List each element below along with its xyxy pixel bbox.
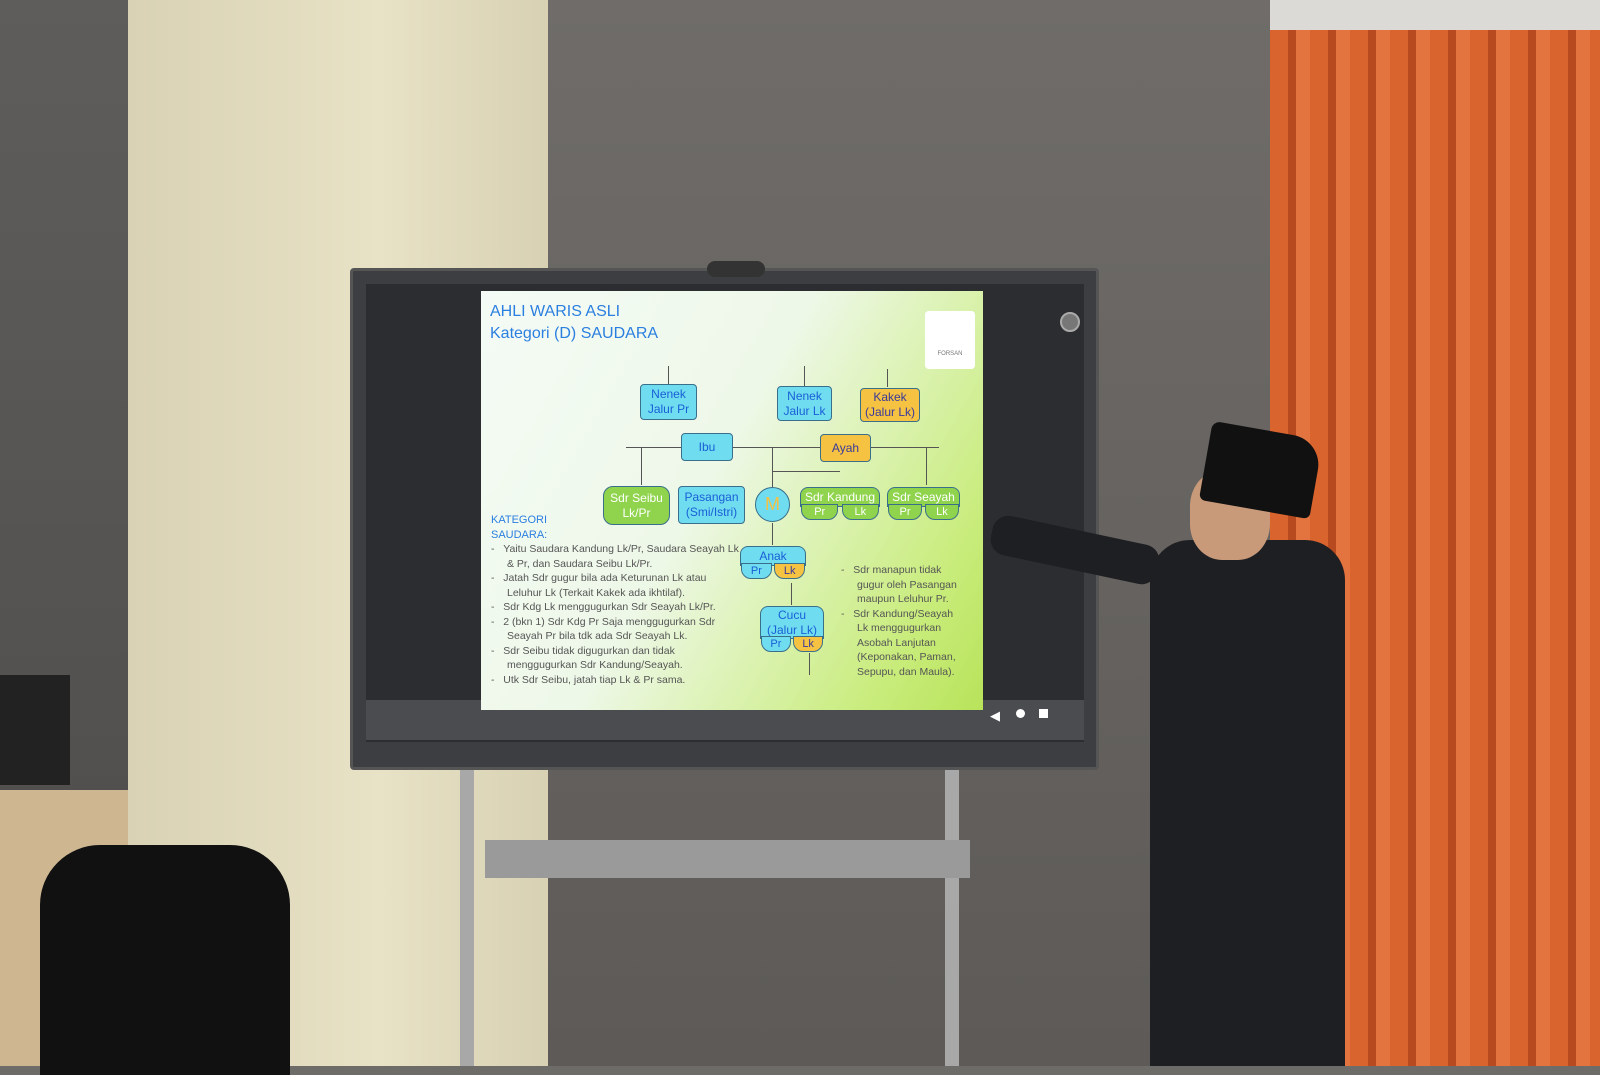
connector bbox=[887, 369, 888, 387]
recents-icon[interactable] bbox=[1039, 709, 1048, 718]
node-label: Kakek bbox=[873, 390, 907, 404]
bullet-item: - Sdr Kandung/Seayah Lk menggugurkan Aso… bbox=[841, 607, 956, 678]
slide-subtitle: Kategori (D) SAUDARA bbox=[490, 325, 659, 342]
home-icon[interactable] bbox=[1016, 709, 1025, 718]
node-label: Sdr Seayah bbox=[892, 489, 955, 504]
stand-shelf bbox=[485, 840, 970, 878]
half-lk: Lk bbox=[793, 636, 823, 652]
bullet-text: Sdr manapun tidak gugur oleh Pasangan ma… bbox=[853, 564, 957, 605]
webcam bbox=[707, 261, 765, 277]
menu-icon[interactable] bbox=[1060, 312, 1080, 332]
connector bbox=[626, 447, 939, 448]
node-label: (Jalur Lk) bbox=[864, 405, 915, 419]
half-pr: Pr bbox=[801, 504, 839, 520]
ceiling bbox=[1270, 0, 1600, 30]
node-pasangan: Pasangan(Smi/Istri) bbox=[678, 486, 745, 524]
connector bbox=[791, 583, 792, 605]
bullet-list-right: - Sdr manapun tidak gugur oleh Pasangan … bbox=[841, 563, 961, 679]
bullet-item: - Sdr manapun tidak gugur oleh Pasangan … bbox=[841, 564, 957, 605]
half-lk: Lk bbox=[924, 504, 959, 520]
bullet-text: Jatah Sdr gugur bila ada Keturunan Lk at… bbox=[503, 572, 707, 599]
half-lk: Lk bbox=[841, 504, 879, 520]
bullet-item: - 2 (bkn 1) Sdr Kdg Pr Saja menggugurkan… bbox=[491, 615, 716, 643]
bullet-text: Yaitu Saudara Kandung Lk/Pr, Saudara Sea… bbox=[503, 543, 739, 570]
bullet-text: Utk Sdr Seibu, jatah tiap Lk & Pr sama. bbox=[503, 673, 686, 686]
node-label: Nenek bbox=[787, 388, 822, 403]
bullet-text: Sdr Kdg Lk menggugurkan Sdr Seayah Lk/Pr… bbox=[503, 601, 716, 613]
stand-leg-right bbox=[945, 770, 959, 1066]
half-pr: Pr bbox=[761, 636, 791, 652]
bullet-item: - Sdr Kdg Lk menggugurkan Sdr Seayah Lk/… bbox=[491, 601, 716, 613]
bullet-item: - Yaitu Saudara Kandung Lk/Pr, Saudara S… bbox=[491, 543, 739, 570]
half-pr: Pr bbox=[888, 504, 923, 520]
connector bbox=[641, 447, 642, 485]
node-mayit: M bbox=[755, 487, 790, 522]
bullet-text: 2 (bkn 1) Sdr Kdg Pr Saja menggugurkan S… bbox=[503, 615, 716, 643]
half-lk: Lk bbox=[774, 563, 805, 579]
node-label: Sdr Seibu bbox=[610, 490, 663, 505]
slide-title: AHLI WARIS ASLI bbox=[490, 303, 621, 320]
node-label: Sdr Kandung bbox=[804, 489, 876, 504]
node-label: Pasangan bbox=[684, 490, 739, 504]
node-kakek: Kakek(Jalur Lk) bbox=[860, 388, 920, 422]
node-label: (Jalur Lk) bbox=[766, 622, 817, 637]
audience-head bbox=[40, 845, 290, 1075]
bullet-item: - Jatah Sdr gugur bila ada Keturunan Lk … bbox=[491, 572, 707, 599]
laptop bbox=[0, 675, 70, 785]
heading-line: SAUDARA: bbox=[491, 528, 548, 541]
node-label: Anak bbox=[759, 548, 787, 563]
presentation-slide: AHLI WARIS ASLI Kategori (D) SAUDARA Nen… bbox=[481, 291, 983, 710]
half-pr: Pr bbox=[741, 563, 772, 579]
connector bbox=[809, 653, 810, 675]
node-ayah: Ayah bbox=[820, 434, 871, 462]
connector bbox=[926, 447, 927, 485]
node-label: Lk/Pr bbox=[622, 505, 651, 520]
kategori-heading: KATEGORI SAUDARA: bbox=[491, 513, 547, 542]
connector bbox=[772, 523, 773, 545]
bullet-item: - Utk Sdr Seibu, jatah tiap Lk & Pr sama… bbox=[491, 673, 686, 686]
back-icon[interactable]: ◀ bbox=[990, 708, 1000, 723]
bullet-text: Sdr Seibu tidak digugurkan dan tidak men… bbox=[503, 644, 683, 672]
node-label: Nenek bbox=[651, 387, 686, 401]
heading-line: KATEGORI bbox=[491, 514, 548, 526]
connector bbox=[772, 471, 840, 472]
bullet-text: Sdr Kandung/Seayah Lk menggugurkan Asoba… bbox=[853, 607, 956, 678]
node-ibu: Ibu bbox=[681, 433, 733, 461]
node-label: Jalur Lk bbox=[783, 403, 826, 418]
connector bbox=[668, 366, 669, 384]
bullet-item: - Sdr Seibu tidak digugurkan dan tidak m… bbox=[491, 644, 683, 672]
bullet-list-left: - Yaitu Saudara Kandung Lk/Pr, Saudara S… bbox=[491, 542, 741, 687]
stand-leg-left bbox=[460, 770, 474, 1066]
connector bbox=[804, 366, 805, 386]
logo-text: FORSAN bbox=[925, 311, 975, 369]
node-label: (Smi/Istri) bbox=[685, 505, 738, 519]
connector bbox=[772, 447, 773, 487]
node-label: Jalur Pr bbox=[647, 402, 690, 416]
node-label: Cucu bbox=[777, 607, 806, 622]
presenter bbox=[1150, 540, 1345, 1066]
